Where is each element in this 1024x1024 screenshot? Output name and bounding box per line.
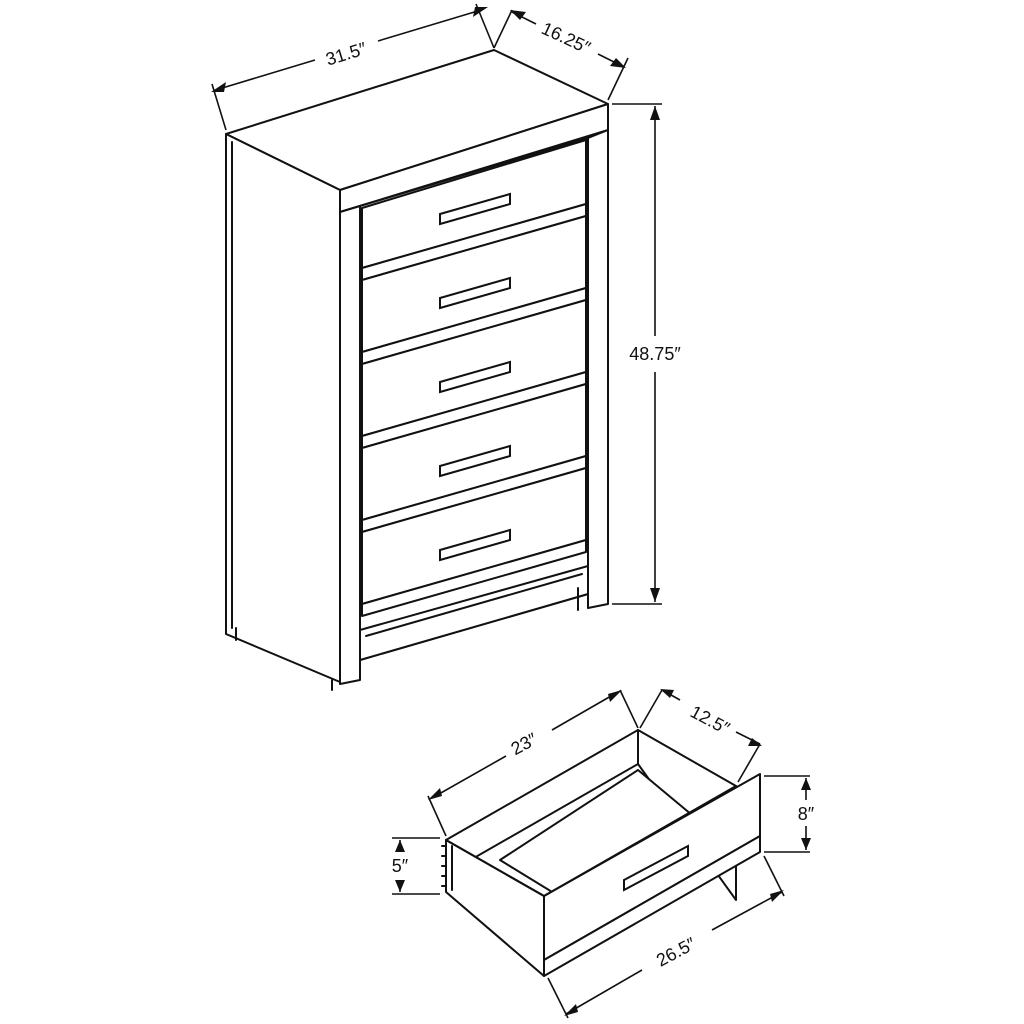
drawer-3[interactable]	[361, 299, 587, 449]
drawer-2[interactable]	[361, 215, 587, 365]
label-drawer-front-height: 8″	[798, 804, 815, 824]
drawer-handle	[439, 192, 511, 226]
chest-of-drawers	[225, 49, 609, 691]
label-drawer-depth: 23″	[508, 729, 541, 759]
drawer-front-lip	[543, 835, 761, 977]
drawer-5[interactable]	[361, 467, 587, 617]
dim-drawer-front-height: 8″	[764, 775, 815, 853]
drawer-handle	[623, 844, 689, 892]
label-chest-width: 31.5″	[323, 38, 369, 69]
dim-chest-height: 48.75″	[612, 103, 681, 605]
label-chest-depth: 16.25″	[538, 18, 594, 58]
chest-left-side	[225, 133, 341, 683]
label-drawer-width: 12.5″	[687, 701, 734, 738]
label-chest-height: 48.75″	[629, 344, 681, 364]
label-drawer-side-height: 5″	[392, 856, 409, 876]
label-drawer-front-width: 26.5″	[653, 933, 700, 970]
drawer-handle	[439, 444, 511, 478]
drawer-1[interactable]	[361, 139, 587, 281]
chest-right-post	[587, 129, 609, 609]
drawer-handle	[439, 528, 511, 562]
drawer-4[interactable]	[361, 383, 587, 533]
dim-drawer-side-height: 5″	[392, 837, 447, 895]
chest-left-post	[339, 205, 361, 685]
drawer-handle	[439, 360, 511, 394]
drawer-handle	[439, 276, 511, 310]
open-drawer	[445, 729, 761, 977]
